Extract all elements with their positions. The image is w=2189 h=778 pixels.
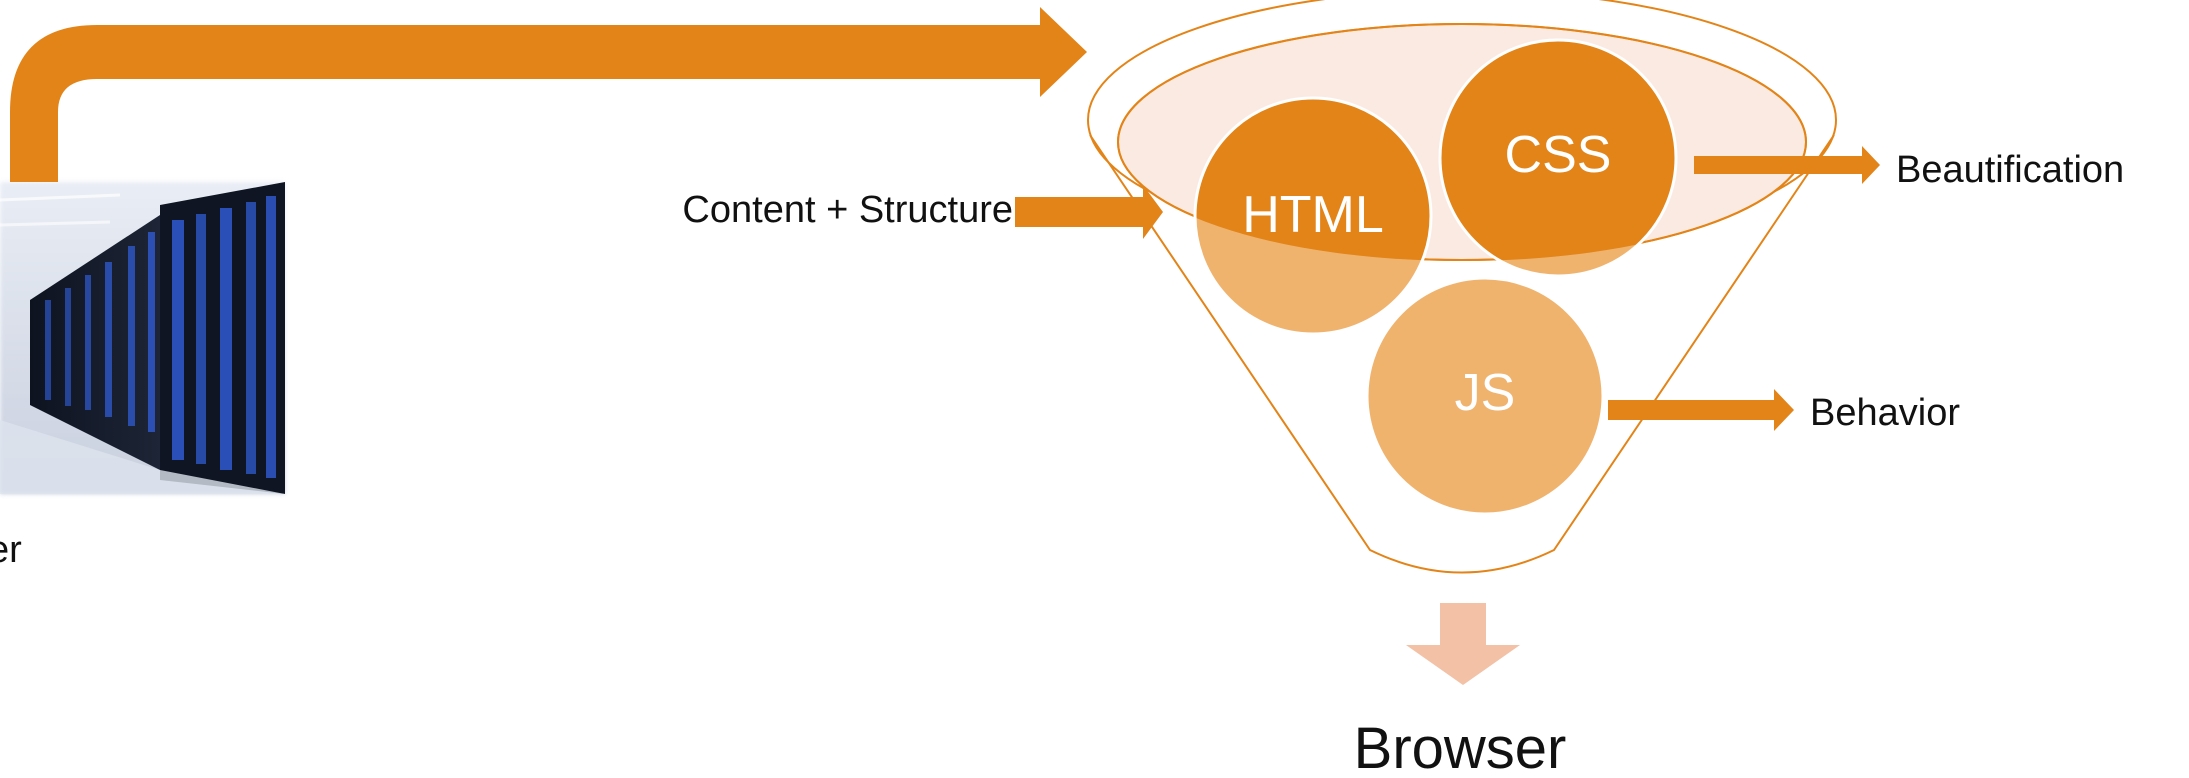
behavior-arrow (1608, 389, 1794, 431)
js-circle (1365, 276, 1605, 516)
js-label: JS (1455, 364, 1516, 422)
beautification-arrow (1694, 146, 1880, 184)
top-arrow (10, 7, 1087, 182)
html-label: HTML (1242, 186, 1384, 244)
behavior-label: Behavior (1810, 392, 1960, 434)
server-label-partial: er (0, 529, 22, 571)
css-label: CSS (1505, 126, 1612, 184)
content-arrow (1015, 185, 1163, 239)
server-room-image (0, 182, 285, 494)
browser-down-arrow (1406, 603, 1520, 685)
beautification-label: Beautification (1896, 149, 2124, 191)
content-structure-label: Content + Structure (682, 189, 1013, 231)
browser-label: Browser (1354, 716, 1567, 778)
